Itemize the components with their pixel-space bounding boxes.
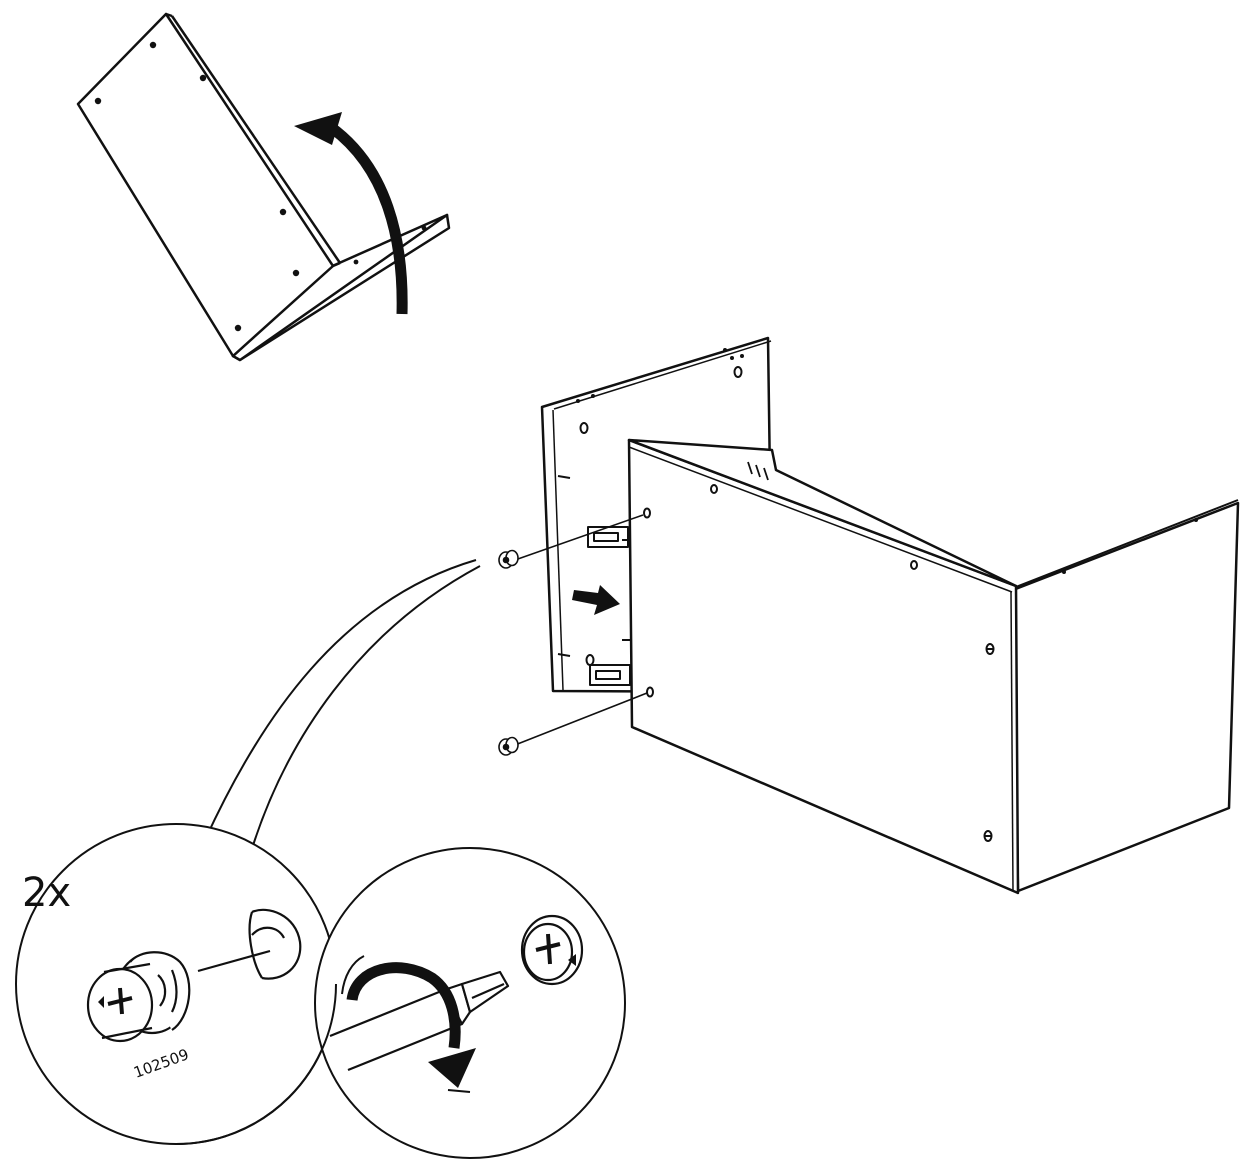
- cam-lock-fittings: [498, 514, 648, 756]
- cabinet-right-side: [1011, 501, 1240, 893]
- rotate-arrow-icon: [294, 112, 408, 315]
- cam-lock-fitting-icon: [520, 914, 584, 986]
- zoom-callout: [15, 559, 626, 1159]
- cabinet-group: [540, 336, 1240, 895]
- quantity-label: 2x: [22, 870, 71, 916]
- clockwise-turn-arrow-icon: [341, 955, 476, 1093]
- cam-lock-fitting-icon: [498, 736, 519, 756]
- cam-lock-fitting-icon: [86, 908, 302, 1043]
- folding-panel-group: [76, 12, 451, 362]
- push-arrow-icon: [572, 585, 620, 615]
- cam-lock-fitting-icon: [498, 549, 519, 569]
